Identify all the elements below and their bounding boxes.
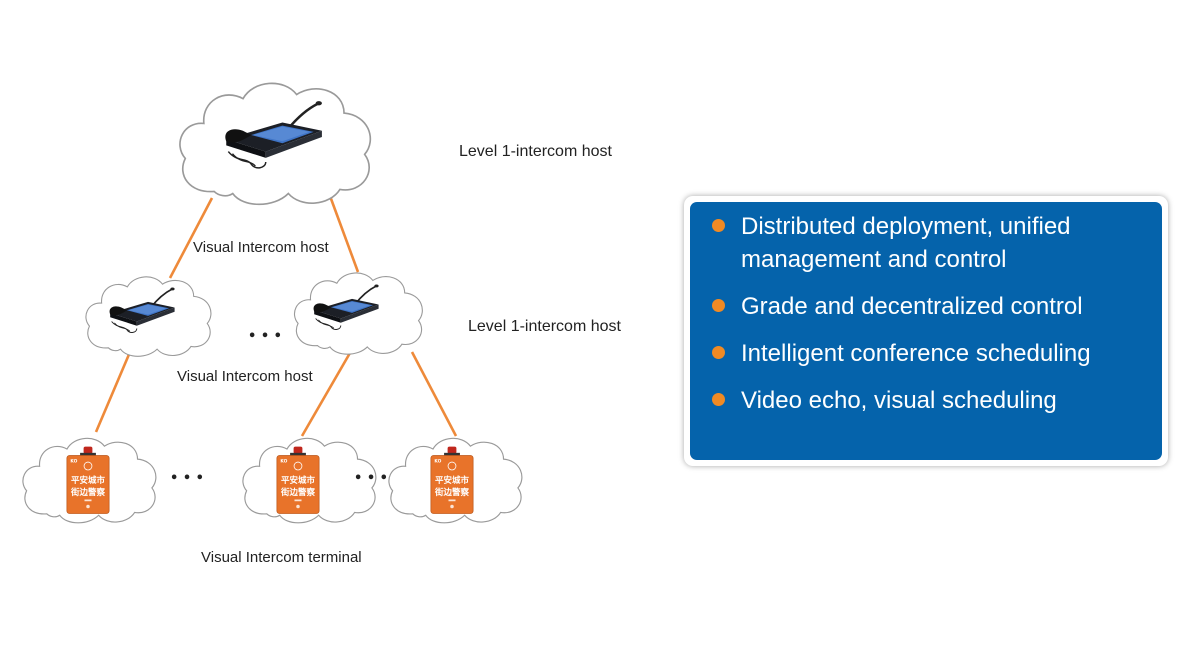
label-terminal: Visual Intercom terminal (201, 549, 362, 566)
label-top-level: Level 1-intercom host (459, 143, 612, 160)
bullet-dot (712, 299, 725, 312)
feature-item: Intelligent conference scheduling (712, 337, 1142, 370)
bullet-dot (712, 393, 725, 406)
feature-text: Grade and decentralized control (741, 293, 1083, 320)
bullet-dot (712, 219, 725, 232)
feature-text: Video echo, visual scheduling (741, 387, 1057, 414)
terminal-sign-line1: 平安城市 (281, 475, 316, 486)
feature-panel: Distributed deployment, unified manageme… (684, 196, 1168, 466)
terminal-left: 平安城市 街边警察 (66, 446, 110, 515)
bullet-dot (712, 346, 725, 359)
ellipsis-mid: • • • (248, 329, 282, 344)
connector-top-to-left-host (168, 197, 214, 279)
terminal-sign-line2: 街边警察 (70, 487, 106, 498)
connector-lines (94, 195, 458, 437)
terminal-sign-line2: 街边警察 (280, 487, 316, 498)
feature-text: Distributed deployment, unified manageme… (741, 213, 1071, 273)
terminal-right: 平安城市 街边警察 (430, 446, 474, 515)
feature-text: Intelligent conference scheduling (741, 340, 1091, 367)
terminal-sign-line1: 平安城市 (71, 475, 106, 486)
feature-item: Video echo, visual scheduling (712, 384, 1142, 417)
ellipsis-bottom-right: • • • (354, 471, 388, 486)
ellipsis-bottom-left: • • • (170, 471, 204, 486)
connector-right-host-to-middle-terminal (300, 345, 356, 437)
label-host-upper: Visual Intercom host (193, 239, 329, 256)
feature-item: Distributed deployment, unified manageme… (712, 210, 1142, 276)
terminal-sign-line2: 街边警察 (434, 487, 470, 498)
label-host-lower: Visual Intercom host (177, 368, 313, 385)
connector-top-to-right-host (328, 195, 360, 273)
feature-item: Grade and decentralized control (712, 290, 1142, 323)
terminal-sign-line1: 平安城市 (435, 475, 470, 486)
label-mid-level: Level 1-intercom host (468, 318, 621, 335)
feature-panel-body: Distributed deployment, unified manageme… (690, 202, 1162, 460)
connector-left-host-to-terminal (94, 351, 132, 433)
connector-right-host-to-right-terminal (410, 351, 458, 437)
terminal-middle: 平安城市 街边警察 (276, 446, 320, 515)
